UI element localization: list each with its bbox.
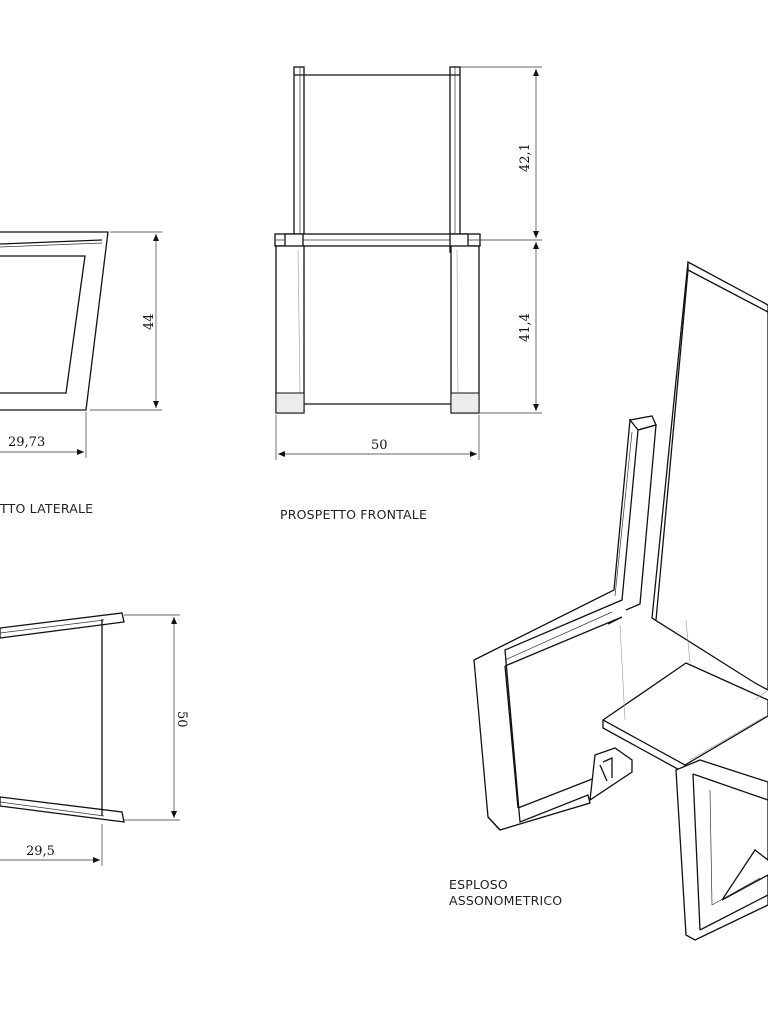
axonometric-caption-line2: ASSONOMETRICO	[449, 893, 562, 908]
side-depth-dimension: 29,73	[0, 412, 87, 458]
front-seat-height-value: 41,4	[518, 313, 533, 342]
plan-width-value: 50	[174, 711, 189, 728]
front-height-dimensions: 42,1 41,4	[460, 66, 542, 414]
plan-depth-dimension: 29,5	[0, 824, 103, 866]
plan-width-dimension: 50	[124, 614, 189, 821]
plan-depth-value: 29,5	[26, 844, 55, 859]
side-view-caption: TTO LATERALE	[0, 501, 93, 516]
side-height-dimension: 44	[90, 231, 162, 411]
front-view-caption: PROSPETTO FRONTALE	[280, 507, 427, 522]
axonometric-caption-line1: ESPLOSO	[449, 877, 508, 892]
exploded-axonometric-view: ESPLOSO ASSONOMETRICO	[449, 260, 768, 941]
side-height-value: 44	[142, 313, 157, 330]
front-width-dimension: 50	[275, 415, 480, 460]
front-elevation-view: 42,1 41,4 50 PROSPETTO FRONTALE	[274, 66, 542, 522]
front-back-height-value: 42,1	[518, 143, 533, 172]
side-depth-value: 29,73	[8, 435, 45, 450]
side-elevation-view: 44 29,73 TTO LATERALE	[0, 231, 162, 516]
front-width-value: 50	[371, 438, 388, 453]
plan-view: 50 29,5	[0, 612, 189, 866]
